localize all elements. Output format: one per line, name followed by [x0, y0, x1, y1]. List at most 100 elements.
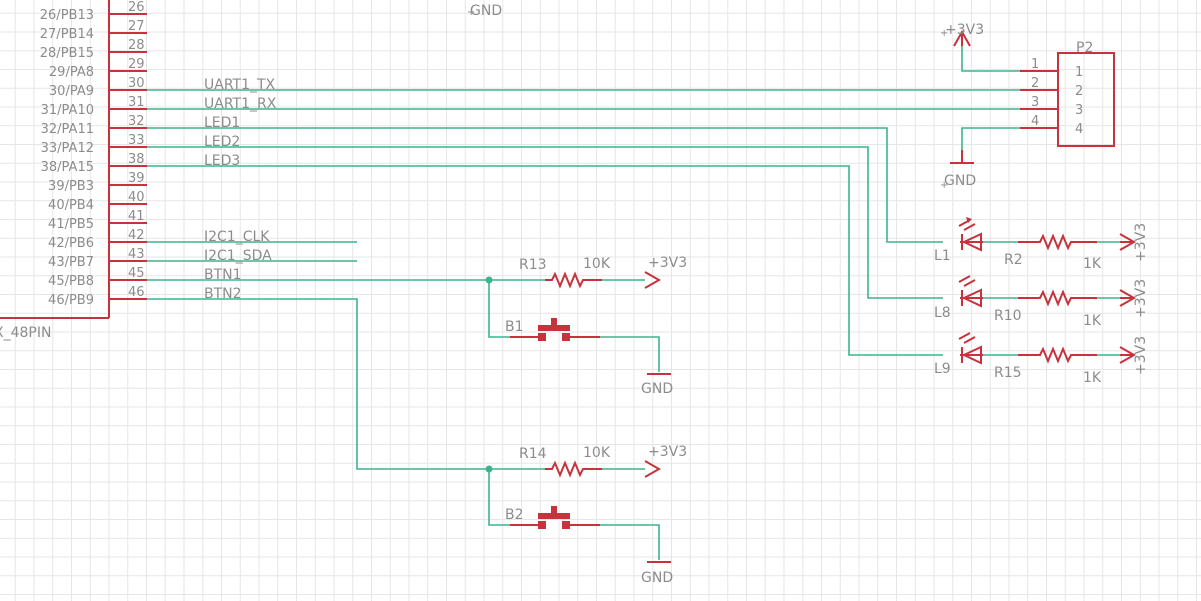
pin-number: 30	[128, 76, 145, 91]
vcc-label: +3V3	[648, 255, 687, 271]
net-label-i2c-clk: I2C1_CLK	[204, 229, 270, 245]
resistor-name: R10	[994, 308, 1022, 324]
pin-number: 32	[128, 114, 145, 129]
pin-name: 27/PB14	[40, 27, 94, 42]
pin-number: 27	[128, 19, 145, 34]
pin-number: 42	[128, 228, 145, 243]
pin-number: 45	[128, 266, 145, 281]
vcc-symbol-p2: + +3V3	[940, 22, 984, 47]
junction-dot	[485, 276, 493, 284]
vcc-label: +3V3	[648, 444, 687, 460]
wires	[147, 46, 1120, 560]
net-label-btn1: BTN1	[204, 267, 242, 283]
connector-pin-label: 1	[1075, 65, 1083, 80]
resistor-value: 1K	[1083, 313, 1102, 329]
net-label-led2: LED2	[204, 134, 240, 150]
junction-dot	[485, 465, 493, 473]
button-b1: B1	[505, 318, 600, 341]
button-name: B2	[505, 507, 524, 523]
vcc-symbol-r13: +3V3	[644, 255, 687, 289]
pin-name: 45/PB8	[48, 274, 94, 289]
pin-number: 41	[128, 209, 145, 224]
pin-name: 38/PA15	[41, 160, 94, 175]
pin-number: 38	[128, 152, 145, 167]
resistor-value: 10K	[583, 445, 611, 461]
gnd-symbol-p2: + GND	[940, 150, 976, 191]
gnd-label: GND	[944, 173, 976, 189]
vcc-label: +3V3	[1133, 336, 1149, 375]
resistor-r10: R10 1K	[994, 289, 1102, 329]
connector-pin-number: 1	[1031, 57, 1039, 72]
pin-number: 46	[128, 285, 145, 300]
pin-name: 39/PB3	[48, 179, 94, 194]
mcu-part-label: X_48PIN	[0, 325, 51, 341]
pin-number: 33	[128, 133, 145, 148]
mcu-symbol: X_48PIN 26/PB13 27/PB14 28/PB15 29/PA8	[0, 0, 147, 341]
pin-name: 28/PB15	[40, 46, 94, 61]
net-label-uart-tx: UART1_TX	[204, 77, 276, 93]
gnd-symbol-b2: GND	[641, 561, 673, 586]
pin-name: 29/PA8	[49, 65, 94, 80]
gnd-label: GND	[641, 381, 673, 397]
net-label-led3: LED3	[204, 153, 240, 169]
pin-number: 43	[128, 247, 145, 262]
resistor-name: R2	[1004, 252, 1023, 268]
connector-pin-label: 2	[1075, 84, 1083, 99]
resistor-r2: R2 1K	[1004, 233, 1102, 272]
connector-pin-label: 4	[1075, 122, 1083, 137]
pin-name: 46/PB9	[48, 293, 94, 308]
resistor-name: R13	[519, 257, 547, 273]
gnd-symbol-b1: GND	[641, 373, 673, 397]
button-name: B1	[505, 319, 524, 335]
net-label-led1: LED1	[204, 115, 240, 131]
net-labels: UART1_TX UART1_RX LED1 LED2 LED3 I2C1_CL…	[204, 77, 277, 302]
pin-name: 32/PA11	[41, 122, 94, 137]
resistor-name: R15	[994, 365, 1022, 381]
pin-number: 39	[128, 171, 145, 186]
connector-pin-number: 3	[1031, 95, 1039, 110]
led-l9: L9	[934, 332, 983, 377]
svg-text:+: +	[940, 28, 948, 39]
net-label-btn2: BTN2	[204, 286, 242, 302]
gnd-label: GND	[641, 570, 673, 586]
resistor-r14: R14 10K	[519, 445, 611, 478]
vcc-symbol-r10: +3V3	[1119, 279, 1149, 318]
led-l8: L8	[934, 275, 983, 321]
connector-name: P2	[1076, 40, 1093, 56]
pin-name: 41/PB5	[48, 217, 94, 232]
connector-pin-number: 4	[1031, 114, 1039, 129]
pin-name: 33/PA12	[41, 141, 94, 156]
net-label-i2c-sda: I2C1_SDA	[204, 248, 272, 264]
resistor-r15: R15 1K	[994, 346, 1102, 386]
led-l1: L1	[934, 217, 983, 264]
pin-name: 31/PA10	[41, 103, 94, 118]
resistor-value: 10K	[583, 256, 611, 272]
vcc-label: +3V3	[945, 22, 984, 38]
pin-number: 29	[128, 57, 145, 72]
net-label-uart-rx: UART1_RX	[204, 96, 277, 112]
gnd-symbol-top: + GND	[467, 3, 502, 19]
pin-number: 28	[128, 38, 145, 53]
vcc-label: +3V3	[1133, 279, 1149, 318]
connector-pin-label: 3	[1075, 103, 1083, 118]
pin-name: 26/PB13	[40, 8, 94, 23]
pin-name: 43/PB7	[48, 255, 94, 270]
pin-name: 40/PB4	[48, 198, 94, 213]
connector-p2: P2 1 2 3 4 1 2 3 4	[1020, 40, 1115, 147]
resistor-value: 1K	[1083, 256, 1102, 272]
connector-pin-number: 2	[1031, 76, 1039, 91]
led-name: L1	[934, 248, 951, 264]
pin-number: 40	[128, 190, 145, 205]
pin-number: 31	[128, 95, 145, 110]
resistor-value: 1K	[1083, 370, 1102, 386]
pin-number: 26	[128, 0, 145, 15]
resistor-name: R14	[519, 446, 547, 462]
pin-name: 42/PB6	[48, 236, 94, 251]
vcc-symbol-r15: +3V3	[1119, 336, 1149, 375]
mcu-pins: 26/PB13 27/PB14 28/PB15 29/PA8 30/PA9 31…	[40, 0, 147, 308]
led-name: L9	[934, 361, 951, 377]
resistor-r13: R13 10K	[519, 256, 611, 289]
vcc-symbol-r2: +3V3	[1119, 223, 1149, 262]
